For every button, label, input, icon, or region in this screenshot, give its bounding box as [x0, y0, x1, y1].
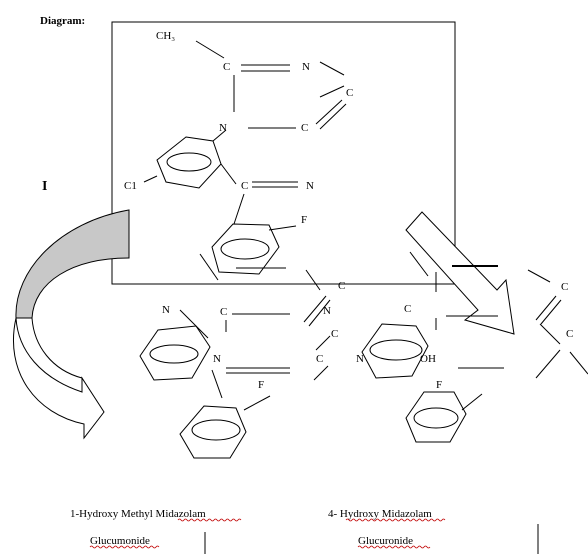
atom-c: C: [331, 328, 338, 340]
bond: [313, 365, 329, 381]
ring: [405, 391, 467, 443]
atom-c: C: [223, 61, 230, 73]
ring-circle: [166, 152, 212, 172]
atom-oh: OH: [420, 353, 436, 365]
structure-right-atoms: C N OH F C C: [356, 281, 573, 391]
bond: [527, 269, 551, 283]
bond: [535, 349, 561, 379]
atom-f: F: [436, 379, 442, 391]
bond: [143, 175, 158, 183]
ring-circle: [369, 339, 423, 361]
atom-c: C: [346, 87, 353, 99]
bond: [268, 225, 297, 231]
atom-n: N: [356, 353, 364, 365]
structure-left: [139, 253, 331, 459]
bond: [539, 323, 561, 345]
atom-n: N: [302, 61, 310, 73]
spellcheck-underline: [89, 545, 160, 549]
bond: [199, 253, 219, 281]
curved-arrow-head: [12, 317, 105, 440]
bond: [195, 40, 225, 59]
caption-right-line1: 4- Hydroxy Midazolam: [328, 508, 432, 520]
ring: [179, 405, 247, 459]
captions: 1-Hydroxy Methyl Midazolam Glucumonide 4…: [70, 508, 539, 554]
ring-circle: [413, 407, 459, 429]
diagram-heading: Diagram:: [40, 15, 85, 27]
atom-c: C: [241, 180, 248, 192]
atom-n: N: [162, 304, 170, 316]
bond: [303, 295, 327, 323]
bond: [243, 395, 271, 411]
figure-frame: [111, 21, 456, 285]
bond: [461, 393, 483, 411]
structure-right: [361, 251, 588, 443]
atom-c: C: [561, 281, 568, 293]
bond: [212, 129, 227, 142]
atom-n: N: [306, 180, 314, 192]
atom-c: C: [404, 303, 411, 315]
diagonal-arrow: [405, 211, 515, 335]
bond: [179, 309, 209, 339]
bond: [315, 335, 331, 351]
atom-ch3: CH₃: [156, 30, 175, 42]
bond: [233, 193, 245, 225]
bond: [540, 299, 562, 325]
ring-circle: [220, 238, 270, 260]
curved-arrow: [12, 209, 130, 440]
bond: [305, 269, 321, 291]
bond: [569, 351, 588, 375]
atom-c: C: [316, 353, 323, 365]
ring-circle: [191, 419, 241, 441]
spellcheck-underline: [177, 518, 242, 522]
spellcheck-underline: [345, 518, 446, 522]
atom-f: F: [301, 214, 307, 226]
atom-n: N: [323, 305, 331, 317]
ring-circle: [149, 344, 199, 364]
bond: [535, 295, 557, 321]
caption-right-line2: Glucuronide: [358, 535, 413, 547]
bond: [211, 369, 223, 399]
structure-top: [143, 40, 347, 275]
bond: [315, 99, 343, 125]
bond: [319, 61, 345, 76]
fluorophenyl-ring: [211, 223, 280, 275]
side-marker: I: [42, 179, 47, 194]
caption-left-line1: 1-Hydroxy Methyl Midazolam: [70, 508, 206, 520]
structure-top-atoms: CH₃ C N C N C C1 C N F: [124, 30, 353, 226]
caption-left-line2: Glucumonide: [90, 535, 150, 547]
atom-c: C: [301, 122, 308, 134]
atom-c: C: [566, 328, 573, 340]
spellcheck-underline: [357, 545, 431, 549]
bond: [308, 299, 331, 327]
atom-f: F: [258, 379, 264, 391]
bond: [319, 103, 347, 130]
atom-n: N: [213, 353, 221, 365]
structure-left-atoms: N C C N C N C F: [162, 280, 345, 391]
atom-n: N: [219, 122, 227, 134]
bond: [319, 85, 345, 98]
ring: [139, 325, 211, 381]
atom-c: C: [338, 280, 345, 292]
ring: [361, 323, 429, 379]
atom-c: C: [220, 306, 227, 318]
bond: [409, 251, 429, 277]
atom-cl: C1: [124, 180, 137, 192]
bond: [220, 163, 237, 185]
